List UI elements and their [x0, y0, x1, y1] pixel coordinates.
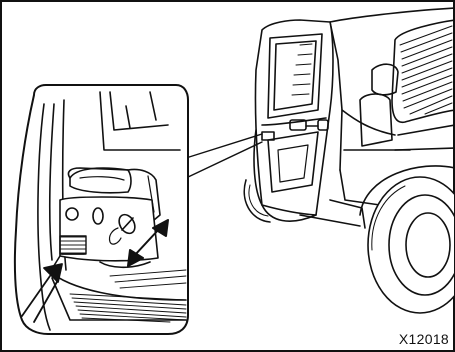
screw — [108, 213, 136, 245]
vehicle-body — [299, 7, 454, 314]
label-plate — [59, 235, 87, 255]
callout-lines — [185, 133, 263, 179]
double-arrow-icon — [127, 219, 169, 267]
detail-inset — [13, 84, 189, 335]
open-door — [243, 19, 334, 223]
figure-code: X12018 — [398, 331, 449, 347]
pointer-arrow-icon — [21, 263, 63, 323]
